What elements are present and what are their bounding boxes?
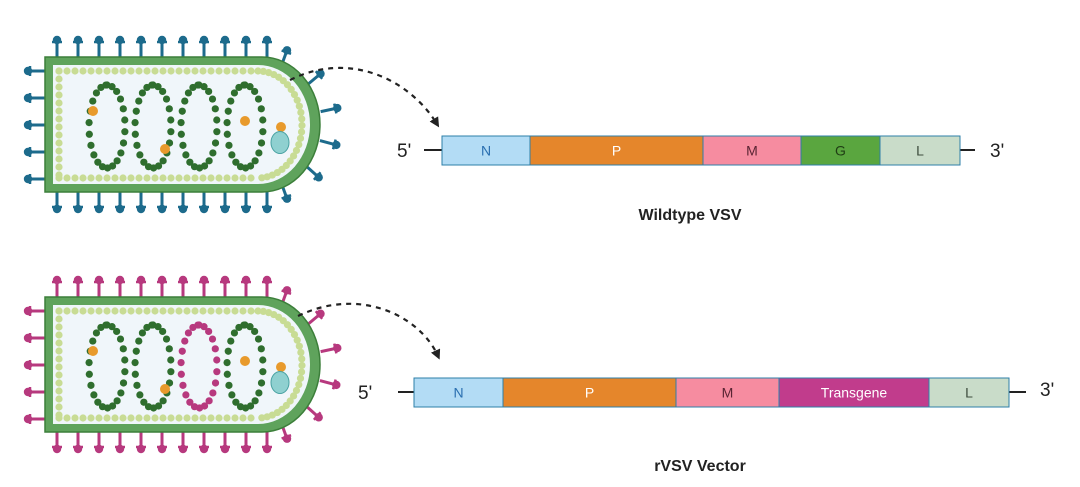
zoom-arrow [289, 66, 440, 128]
three-prime-label: 3' [1040, 380, 1054, 401]
nucleocapsid-coil [85, 321, 267, 412]
genome-map: N P M Transgene L [413, 377, 1010, 408]
wildtype-caption: Wildtype VSV [639, 207, 742, 224]
wildtype-panel: 5' 3' N P M G L Wildtype VSV [23, 35, 1004, 224]
phosphoprotein [88, 106, 98, 116]
five-prime-label: 5' [397, 141, 411, 162]
phosphoprotein [240, 116, 250, 126]
gene-label-p: P [612, 143, 621, 159]
vector-caption: rVSV Vector [654, 458, 746, 475]
gene-label-n: N [453, 385, 463, 401]
gene-label-m: M [746, 143, 758, 159]
gene-segment-n [413, 377, 504, 408]
gene-label-l: L [965, 385, 973, 401]
gene-label-transgene: Transgene [821, 385, 888, 401]
zoom-arrow [297, 302, 441, 360]
gene-label-l: L [916, 143, 924, 159]
gene-segment-l [879, 135, 961, 166]
phosphoprotein [160, 384, 170, 394]
gene-segment-m [675, 377, 780, 408]
nucleocapsid-coil [85, 81, 267, 172]
wildtype-virion-icon [23, 35, 342, 214]
gene-label-p: P [585, 385, 594, 401]
five-prime-label: 5' [358, 383, 372, 404]
matrix-protein-layer [55, 307, 306, 422]
gene-segment-p [502, 377, 677, 408]
vector-panel: 5' 3' N P M Transgene L rVSV Vector [23, 275, 1054, 475]
gene-segment-l [928, 377, 1010, 408]
phosphoprotein [160, 144, 170, 154]
gene-segment-transgene [778, 377, 930, 408]
glycoprotein-spikes [23, 35, 342, 214]
gene-segment-n [441, 135, 531, 166]
polymerase [270, 371, 290, 394]
genome-map: N P M G L [441, 135, 961, 166]
gene-segment-m [702, 135, 802, 166]
phosphoprotein [240, 356, 250, 366]
polymerase [270, 131, 290, 154]
vector-virion-icon [23, 275, 342, 454]
phosphoprotein [276, 362, 286, 372]
gene-label-m: M [722, 385, 734, 401]
three-prime-label: 3' [990, 141, 1004, 162]
matrix-protein-layer [55, 67, 306, 182]
gene-label-g: G [835, 143, 846, 159]
glycoprotein-spikes [23, 275, 342, 454]
phosphoprotein [276, 122, 286, 132]
gene-label-n: N [481, 143, 491, 159]
phosphoprotein [88, 346, 98, 356]
